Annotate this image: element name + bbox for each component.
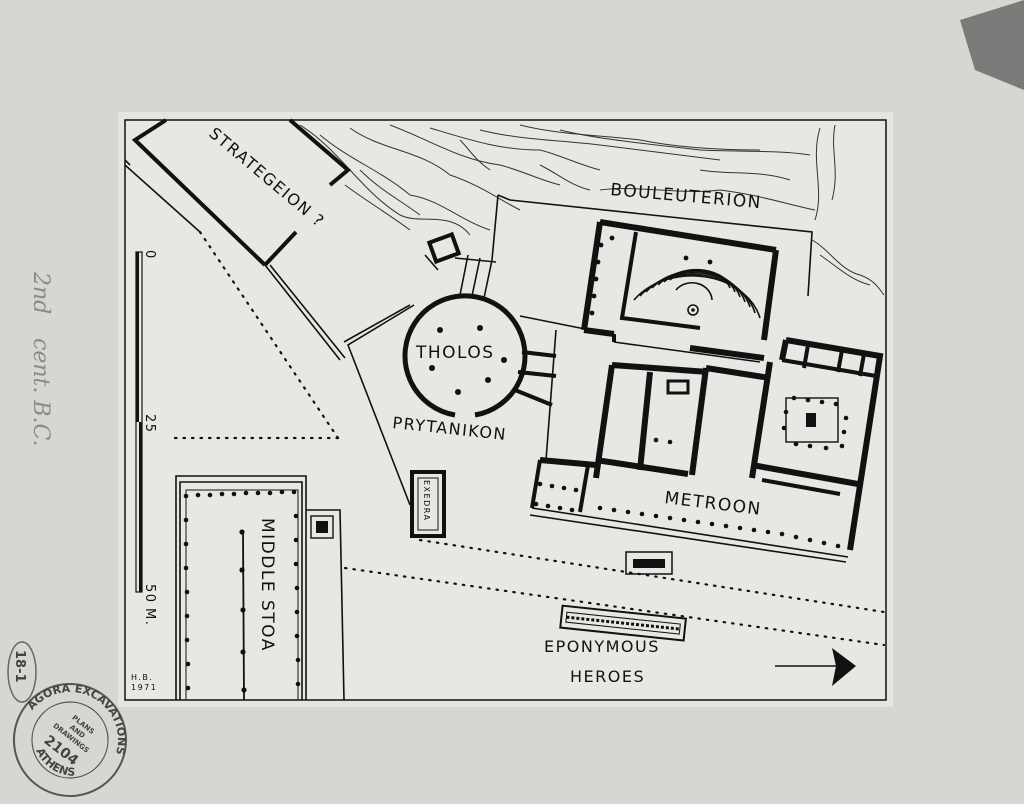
- small-shrine: [424, 231, 462, 271]
- prytanikon-walls: [343, 304, 415, 506]
- handwritten-note-2: cent. B.C.: [28, 338, 53, 447]
- arrow-right-icon: [775, 648, 856, 686]
- handwritten-note-1: 2nd: [28, 271, 53, 314]
- credit-initials: H.B.: [131, 673, 153, 682]
- scale-tick-25: 25: [142, 414, 157, 434]
- altar-block: [625, 551, 673, 575]
- scale-bar: [135, 251, 143, 593]
- scale-tick-50: 50: [142, 584, 157, 604]
- metroon-building: [529, 337, 884, 563]
- middle-stoa-building: [175, 475, 345, 701]
- map-frame: [124, 119, 887, 701]
- catalog-number: 18-1: [12, 650, 27, 683]
- credit-year: 1971: [131, 683, 157, 692]
- tholos-building: [402, 254, 591, 461]
- middle-stoa-columns: [183, 489, 301, 693]
- bouleuterion-building: [491, 194, 813, 363]
- exedra-monument: [410, 470, 446, 538]
- eponymous-heroes-monument: [559, 604, 688, 642]
- hillside-hatching: [299, 124, 885, 296]
- eponymous-label: EPONYMOUS: [544, 637, 660, 656]
- exedra-label: EXEDRA: [422, 480, 431, 521]
- catalog-mark: [7, 641, 37, 703]
- scale-unit: M.: [142, 608, 157, 626]
- heroes-label: HEROES: [570, 667, 645, 686]
- metroon-columns: [533, 395, 849, 549]
- dotted-lines: [173, 230, 886, 647]
- tholos-label: THOLOS: [415, 343, 495, 363]
- scale-tick-0: 0: [142, 250, 157, 260]
- strategeion-walls: [124, 118, 352, 361]
- middle-stoa-label: MIDDLE STOA: [257, 518, 277, 652]
